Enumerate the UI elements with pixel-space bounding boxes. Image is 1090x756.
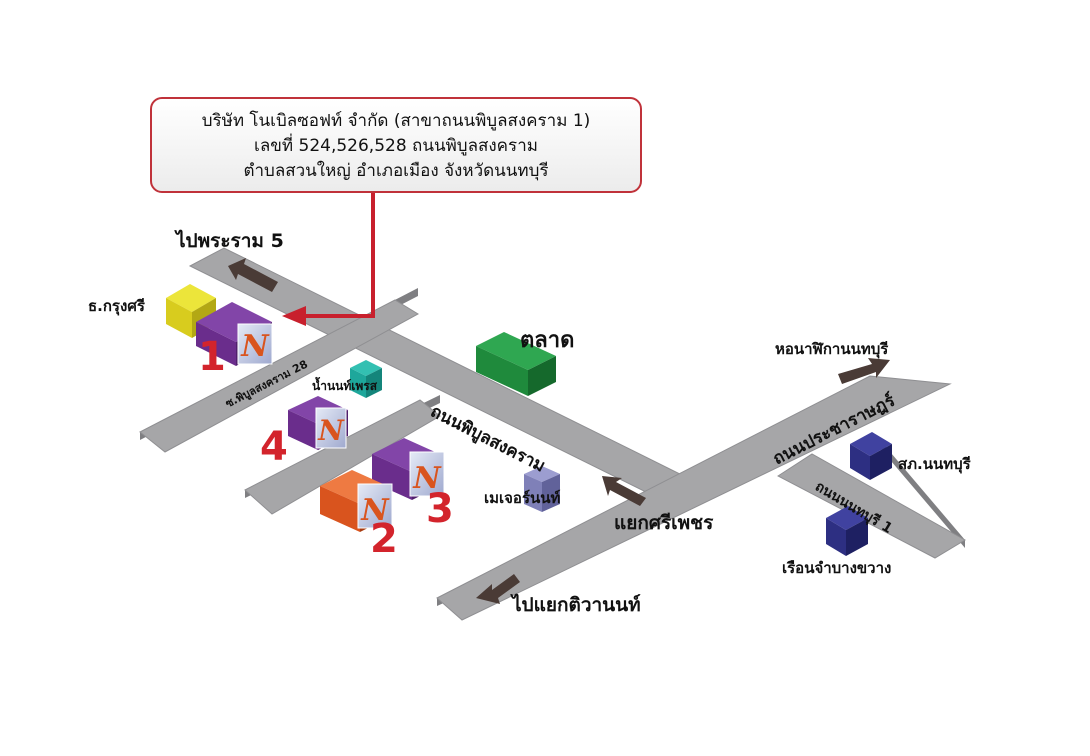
- noblesoft-logo-icon: N: [360, 493, 390, 528]
- arrow-to-hall-icon: [838, 358, 890, 384]
- to-tiwanon-label: ไปแยกติวานนท์: [512, 594, 641, 616]
- road-nonthaburi1: [777, 453, 966, 559]
- address-line-2: เลขที่ 524,526,528 ถนนพิบูลสงคราม: [254, 136, 538, 156]
- branch-2-building: N: [320, 470, 393, 532]
- road-soi28: [139, 299, 420, 453]
- major-label: เมเจอร์นนท์: [484, 489, 561, 507]
- noblesoft-logo-icon: N: [240, 329, 270, 364]
- branch-3-building: N: [372, 438, 445, 500]
- pointer-line: [306, 193, 375, 318]
- road-network: [139, 247, 966, 621]
- address-line-3: ตำบลสวนใหญ่ อำเภอเมือง จังหวัดนนทบุรี: [243, 161, 549, 181]
- market-building: [476, 332, 556, 396]
- bank-label: ธ.กรุงศรี: [88, 297, 145, 315]
- branch-1-building: N: [196, 302, 273, 366]
- branch-4-building: N: [288, 396, 348, 450]
- noblesoft-logo-icon: N: [317, 414, 345, 447]
- branch-4-number: 4: [260, 424, 288, 470]
- arrow-junction-icon: [602, 476, 646, 506]
- police-label: สภ.นนทบุรี: [898, 455, 971, 473]
- branch-1-number: 1: [198, 334, 226, 380]
- branch-2-number: 2: [370, 516, 398, 562]
- arrows: [228, 258, 890, 604]
- prison-building: [826, 506, 868, 556]
- water-office-building: [350, 360, 382, 398]
- road-pracharat: [436, 375, 952, 621]
- road-soi-lower: [244, 399, 441, 515]
- to-clock-tower-label: หอนาฬิกานนทบุรี: [775, 340, 889, 358]
- pointer-arrowhead-icon: [282, 306, 306, 326]
- prison-label: เรือนจำบางขวาง: [782, 559, 892, 577]
- noblesoft-logo-icon: N: [412, 461, 442, 496]
- market-label: ตลาด: [520, 328, 575, 353]
- to-rama5-label: ไปพระราม 5: [176, 230, 284, 252]
- branch-3-number: 3: [426, 486, 454, 532]
- address-line-1: บริษัท โนเบิลซอฟท์ จำกัด (สาขาถนนพิบูลสง…: [201, 111, 591, 131]
- water-office-label: น้ำนนท์เพรส: [312, 379, 378, 393]
- junction-label: แยกศรีเพชร: [614, 512, 714, 534]
- arrow-to-rama5-icon: [228, 258, 278, 292]
- arrow-to-tiwanon-icon: [476, 574, 520, 604]
- major-cineplex-building: [524, 466, 560, 512]
- address-callout: บริษัท โนเบิลซอฟท์ จำกัด (สาขาถนนพิบูลสง…: [150, 97, 642, 193]
- police-station-building: [850, 432, 892, 480]
